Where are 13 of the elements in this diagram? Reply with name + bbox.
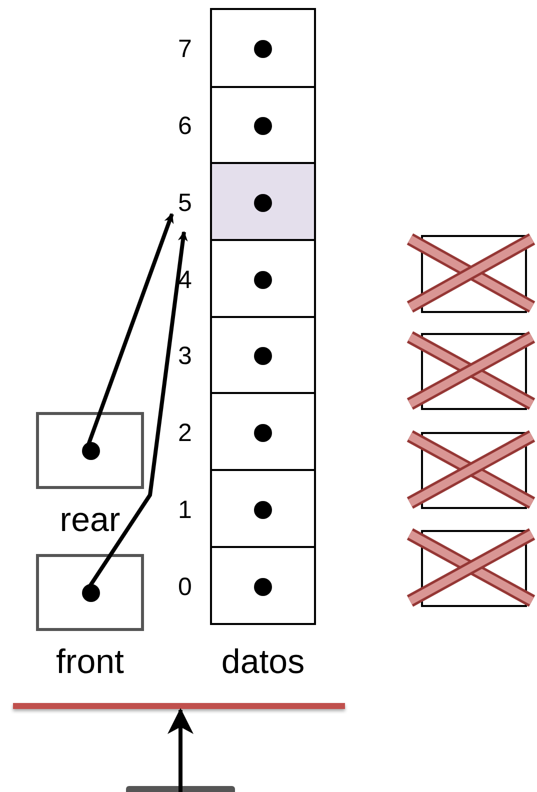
divider-bar	[13, 703, 345, 709]
array-label: datos	[220, 642, 306, 682]
index-label: 0	[177, 572, 193, 600]
index-label: 3	[177, 342, 193, 370]
index-label: 5	[177, 188, 193, 216]
arrow	[168, 708, 194, 792]
index-label: 4	[177, 266, 193, 294]
variable-label: rear	[58, 500, 122, 540]
index-label: 2	[177, 418, 193, 446]
index-label: 1	[177, 496, 193, 524]
index-label: 7	[177, 35, 193, 63]
index-label: 6	[177, 112, 193, 140]
variable-label: front	[54, 642, 126, 682]
